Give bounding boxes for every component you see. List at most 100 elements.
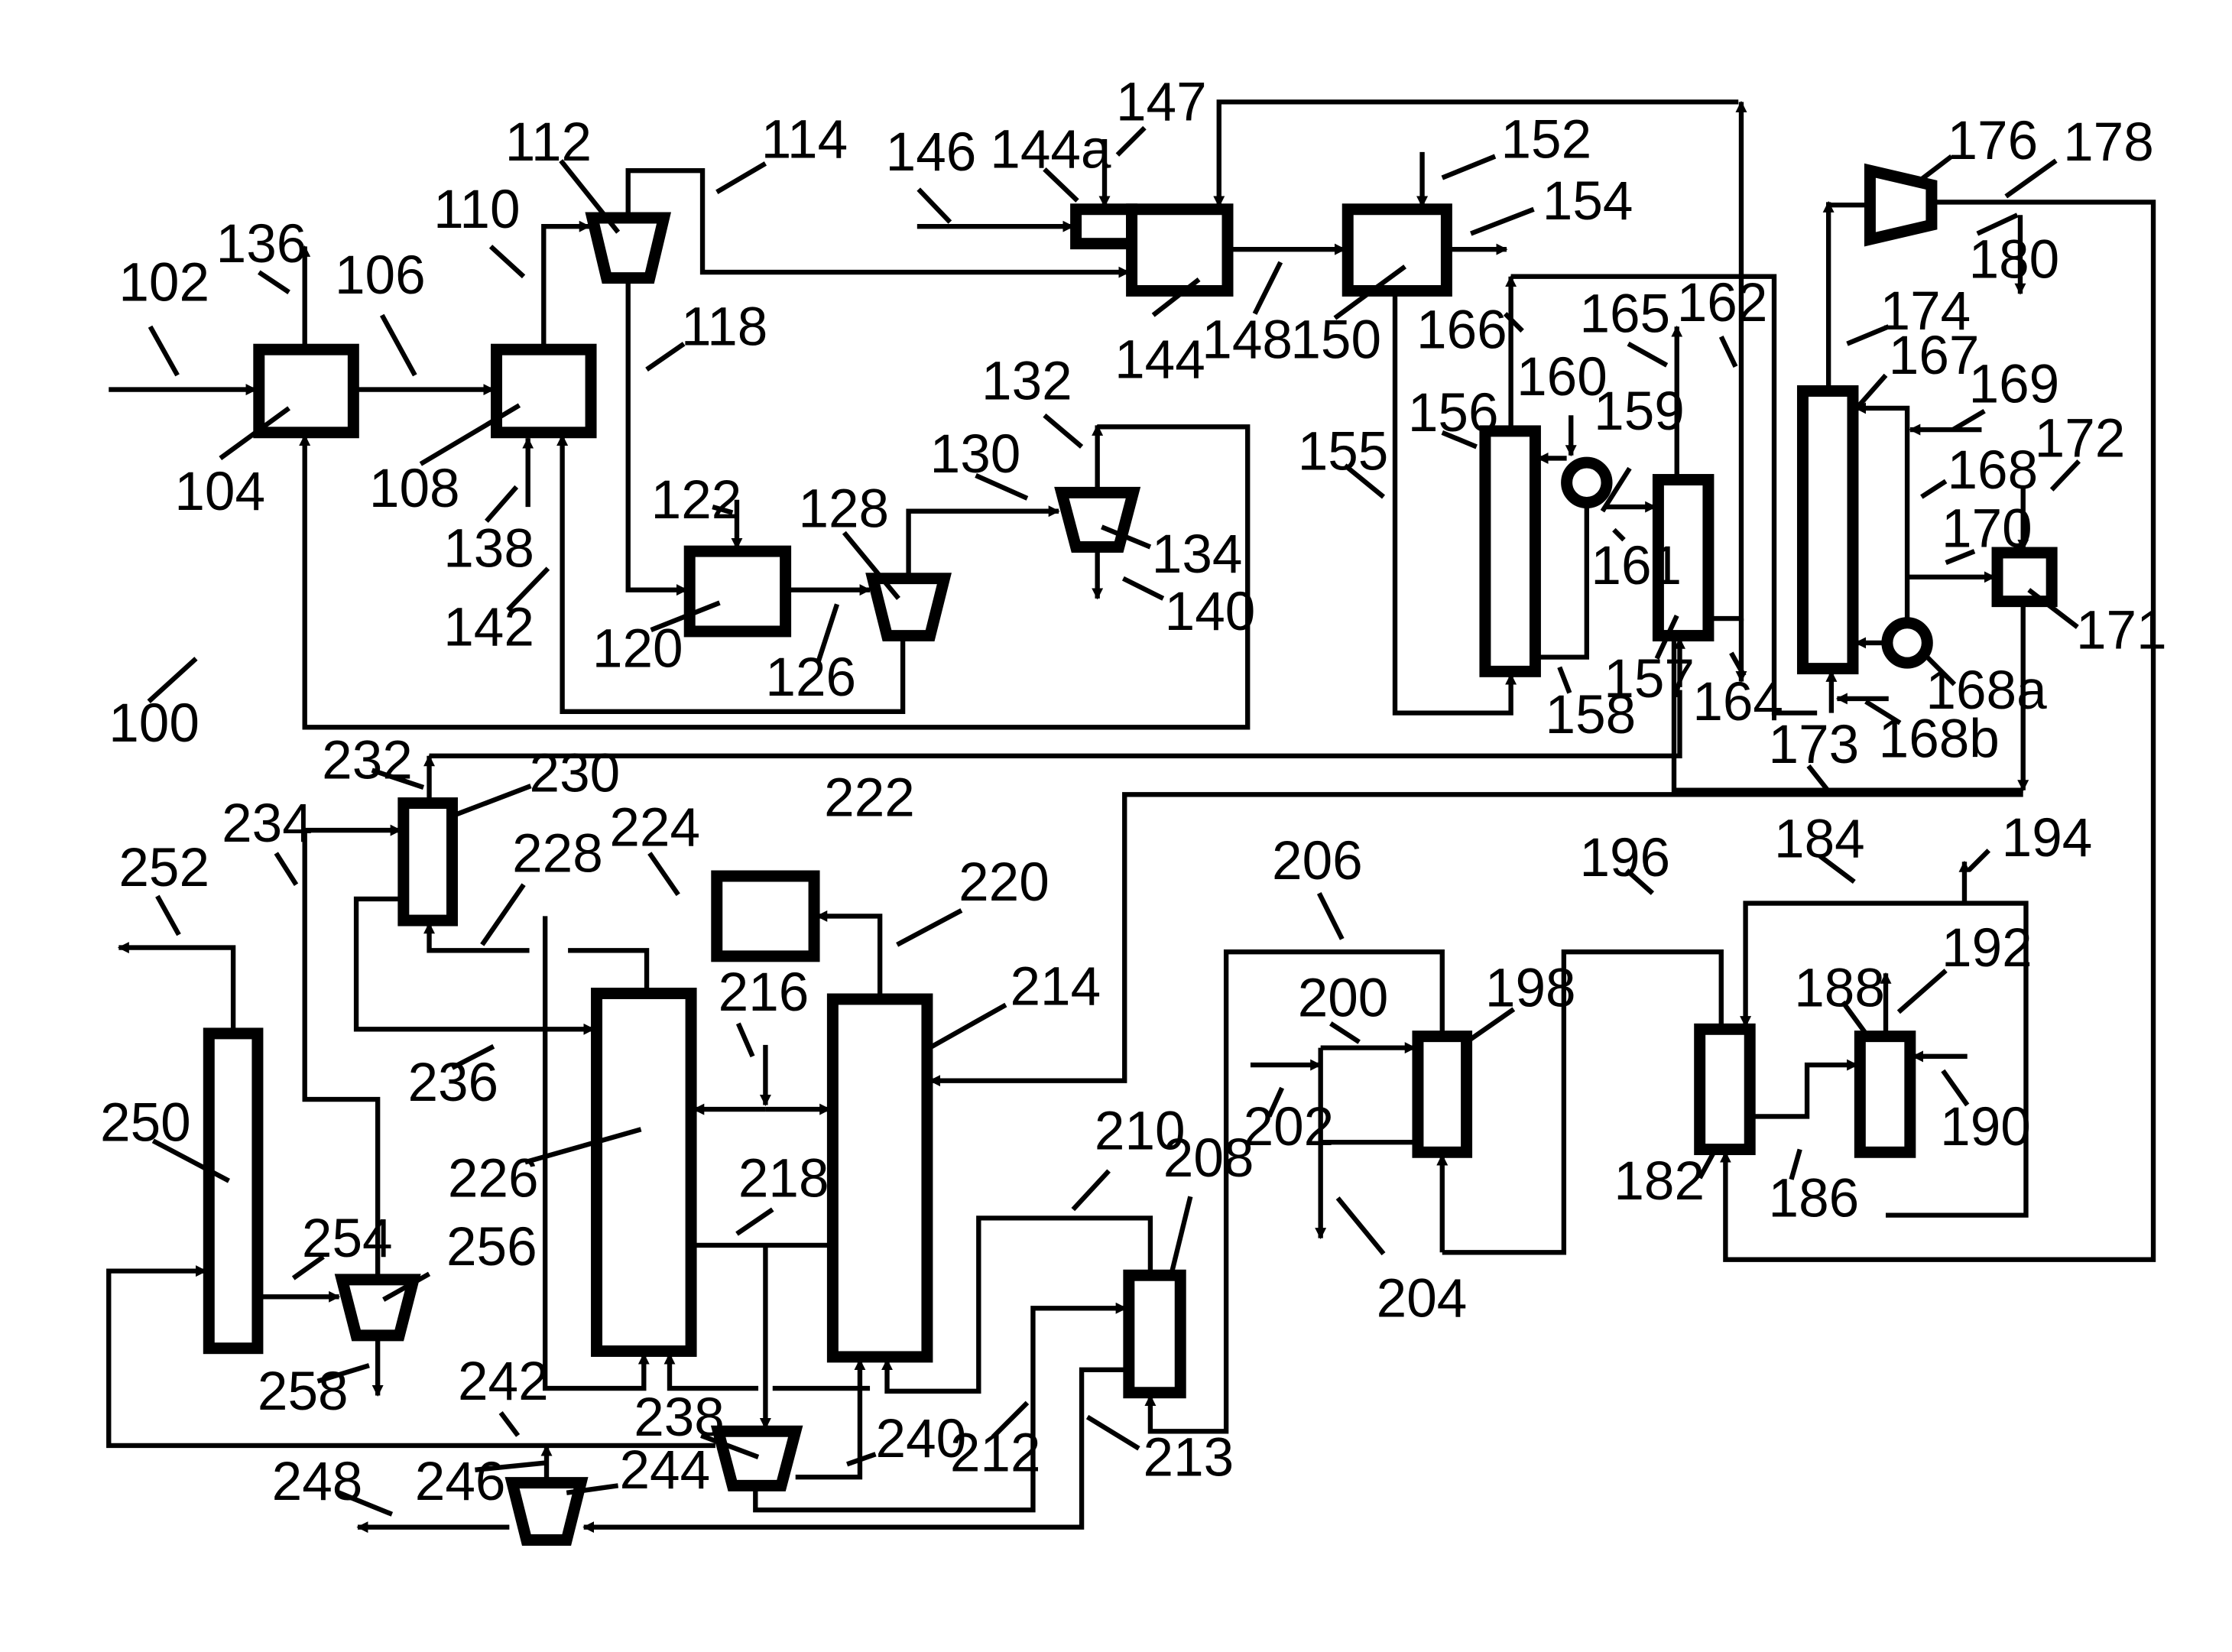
label-244: 244	[619, 1440, 710, 1501]
label-134: 134	[1152, 524, 1243, 585]
label-170: 170	[1942, 499, 2032, 560]
column-230	[404, 803, 453, 920]
stream-130	[909, 511, 1059, 579]
stream-228	[430, 923, 530, 951]
label-110: 110	[433, 180, 520, 240]
unit-144a	[1076, 209, 1132, 244]
separator-134	[1062, 492, 1134, 547]
label-171: 171	[2076, 600, 2167, 660]
label-196: 196	[1579, 828, 1670, 888]
label-173: 173	[1769, 715, 1860, 775]
label-234: 234	[222, 794, 313, 854]
label-140: 140	[1165, 582, 1256, 642]
stream-206	[1150, 952, 1442, 1431]
label-168: 168	[1948, 440, 2039, 501]
exchanger-168a	[1887, 623, 1927, 663]
stream-220	[817, 916, 880, 999]
label-126: 126	[765, 647, 856, 708]
column-214	[832, 999, 927, 1357]
label-156: 156	[1408, 383, 1499, 443]
column-182	[1700, 1029, 1750, 1149]
label-155: 155	[1298, 421, 1389, 482]
column-250	[209, 1034, 258, 1349]
label-159: 159	[1594, 381, 1685, 442]
label-166: 166	[1416, 300, 1507, 360]
stream-168	[1856, 408, 1907, 430]
label-122: 122	[651, 470, 742, 531]
column-167	[1802, 391, 1853, 668]
unit-150	[1348, 209, 1446, 291]
label-146: 146	[886, 122, 977, 183]
stream-110	[543, 226, 589, 349]
label-226: 226	[448, 1148, 539, 1209]
label-258: 258	[258, 1362, 349, 1422]
label-106: 106	[335, 245, 426, 306]
label-178: 178	[2063, 112, 2154, 173]
label-136: 136	[216, 214, 307, 274]
label-120: 120	[592, 619, 683, 680]
stream-recycle-144	[1219, 102, 1738, 206]
label-150: 150	[1290, 310, 1381, 370]
unit-120	[689, 551, 785, 631]
stream-240	[796, 1360, 860, 1477]
label-213: 213	[1144, 1427, 1234, 1488]
label-206: 206	[1272, 831, 1363, 891]
label-144a: 144a	[990, 119, 1111, 180]
stream-224	[568, 950, 647, 993]
label-108: 108	[369, 459, 460, 519]
label-216: 216	[719, 962, 809, 1023]
label-228: 228	[512, 823, 603, 884]
label-202: 202	[1244, 1097, 1335, 1157]
label-190: 190	[1940, 1097, 2031, 1157]
label-174: 174	[1880, 281, 1971, 342]
stream-114	[628, 170, 1129, 272]
separator-128	[873, 579, 945, 636]
label-240: 240	[876, 1409, 967, 1469]
label-154: 154	[1543, 171, 1633, 232]
label-224: 224	[609, 798, 700, 858]
stream-161	[1538, 502, 1587, 657]
stream-186	[1753, 1065, 1857, 1116]
label-104: 104	[174, 462, 265, 522]
column-188	[1860, 1037, 1910, 1153]
label-130: 130	[930, 424, 1021, 485]
label-184: 184	[1774, 810, 1865, 870]
stream-162	[1711, 102, 1741, 618]
label-118: 118	[681, 297, 767, 358]
label-242: 242	[458, 1352, 549, 1412]
label-200: 200	[1298, 968, 1389, 1028]
label-210: 210	[1095, 1102, 1186, 1162]
exchanger-159	[1567, 462, 1607, 502]
label-144: 144	[1114, 330, 1205, 391]
stream-226-in	[670, 1354, 758, 1388]
column-208	[1129, 1275, 1180, 1392]
stream-252	[118, 948, 233, 1034]
label-161: 161	[1591, 536, 1682, 596]
unit-108	[497, 349, 592, 433]
label-112: 112	[505, 112, 592, 173]
label-252: 252	[118, 838, 209, 898]
label-114: 114	[761, 109, 848, 170]
label-148: 148	[1202, 310, 1293, 370]
label-188: 188	[1794, 958, 1885, 1018]
label-152: 152	[1501, 109, 1592, 170]
stream-236	[356, 899, 594, 1029]
label-222: 222	[824, 768, 915, 828]
label-100: 100	[109, 693, 200, 754]
label-230: 230	[530, 744, 621, 804]
label-194: 194	[2002, 808, 2093, 868]
label-198: 198	[1485, 958, 1576, 1018]
column-198	[1418, 1037, 1467, 1153]
label-158: 158	[1546, 685, 1637, 745]
compressor-176	[1870, 170, 1931, 239]
label-192: 192	[1942, 918, 2032, 979]
label-102: 102	[118, 253, 209, 313]
label-254: 254	[302, 1209, 393, 1269]
label-165: 165	[1579, 284, 1670, 345]
label-172: 172	[2035, 409, 2126, 469]
separator-112	[592, 218, 664, 278]
label-169: 169	[1969, 354, 2060, 414]
label-162: 162	[1677, 273, 1768, 333]
label-180: 180	[1969, 230, 2060, 290]
